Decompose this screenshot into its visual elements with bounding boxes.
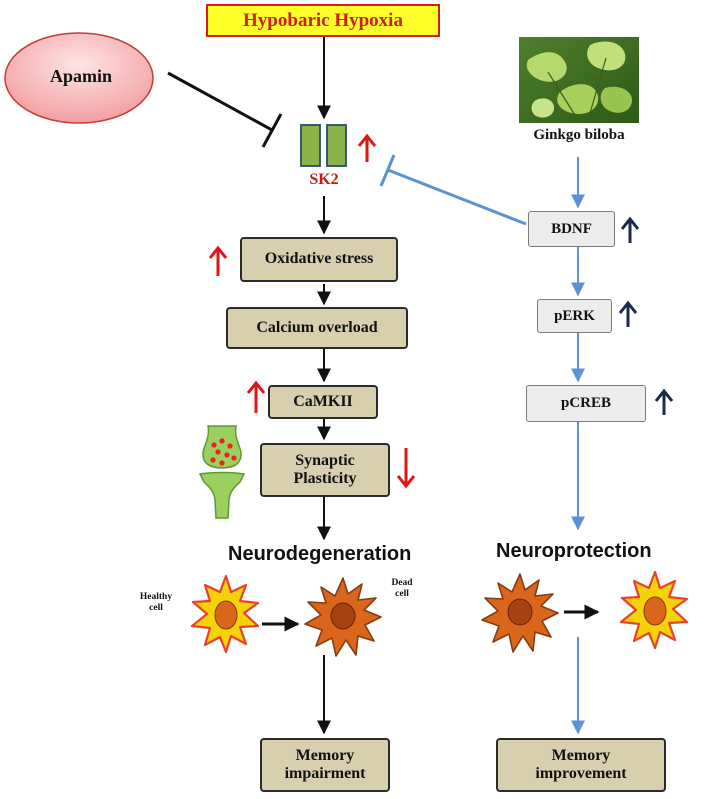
- bdnf-inhibit-bar: [379, 154, 396, 187]
- bdnf-up-arrow-icon: [620, 216, 640, 243]
- memory-impairment-box: Memory impairment: [260, 738, 390, 792]
- dead-cell-icon: [304, 577, 382, 657]
- neurodegeneration-title: Neurodegeneration: [228, 543, 412, 565]
- memory-impairment-line1: Memory: [295, 746, 355, 764]
- dead-cell-right-icon: [481, 573, 559, 653]
- calcium-overload-box: Calcium overload: [226, 307, 408, 349]
- healthy-line2: cell: [149, 603, 163, 614]
- dead-cell-label: Dead cell: [382, 578, 422, 601]
- synaptic-plasticity-box: Synaptic Plasticity: [260, 443, 390, 497]
- synaptic-line2: Plasticity: [293, 470, 357, 487]
- healthy-cell-right-icon: [619, 570, 689, 650]
- oxidative-stress-box: Oxidative stress: [240, 237, 398, 282]
- pcreb-up-arrow-icon: [654, 388, 674, 415]
- synapse-icon: [198, 425, 246, 519]
- apamin-inhibit-bar: [261, 113, 283, 148]
- healthy-line1: Healthy: [139, 592, 173, 602]
- perk-up-arrow-icon: [618, 300, 638, 327]
- bdnf-box: BDNF: [528, 211, 615, 247]
- synaptic-line1: Synaptic: [295, 451, 355, 469]
- sk2-label: SK2: [309, 171, 339, 188]
- oxidative-up-arrow-icon: [208, 245, 228, 276]
- healthy-cell-icon: [190, 574, 260, 654]
- ginkgo-label: Ginkgo biloba: [533, 127, 625, 143]
- healthy-cell-label: Healthy cell: [131, 592, 181, 615]
- camkii-up-arrow-icon: [246, 380, 266, 413]
- sk2-up-arrow-icon: [357, 133, 377, 162]
- memory-impairment-line2: impairment: [284, 765, 366, 782]
- dead-line2: cell: [395, 589, 409, 600]
- sk2-channel-icon: [300, 124, 347, 167]
- bdnf-inhibit-line: [387, 168, 527, 226]
- apamin-label: Apamin: [49, 66, 112, 86]
- memory-improvement-line2: improvement: [535, 765, 627, 782]
- ginkgo-biloba-image: [519, 37, 639, 123]
- apamin-ellipse: [4, 32, 154, 124]
- synaptic-down-arrow-icon: [396, 448, 416, 489]
- memory-improvement-line1: Memory: [551, 746, 611, 764]
- pcreb-box: pCREB: [526, 385, 646, 422]
- camkii-box: CaMKII: [268, 385, 378, 419]
- neuroprotection-title: Neuroprotection: [496, 540, 652, 562]
- dead-line1: Dead: [391, 578, 413, 588]
- memory-improvement-box: Memory improvement: [496, 738, 666, 792]
- apamin-inhibit-line: [167, 71, 273, 132]
- perk-box: pERK: [537, 299, 612, 333]
- hypobaric-hypoxia-box: Hypobaric Hypoxia: [206, 4, 440, 37]
